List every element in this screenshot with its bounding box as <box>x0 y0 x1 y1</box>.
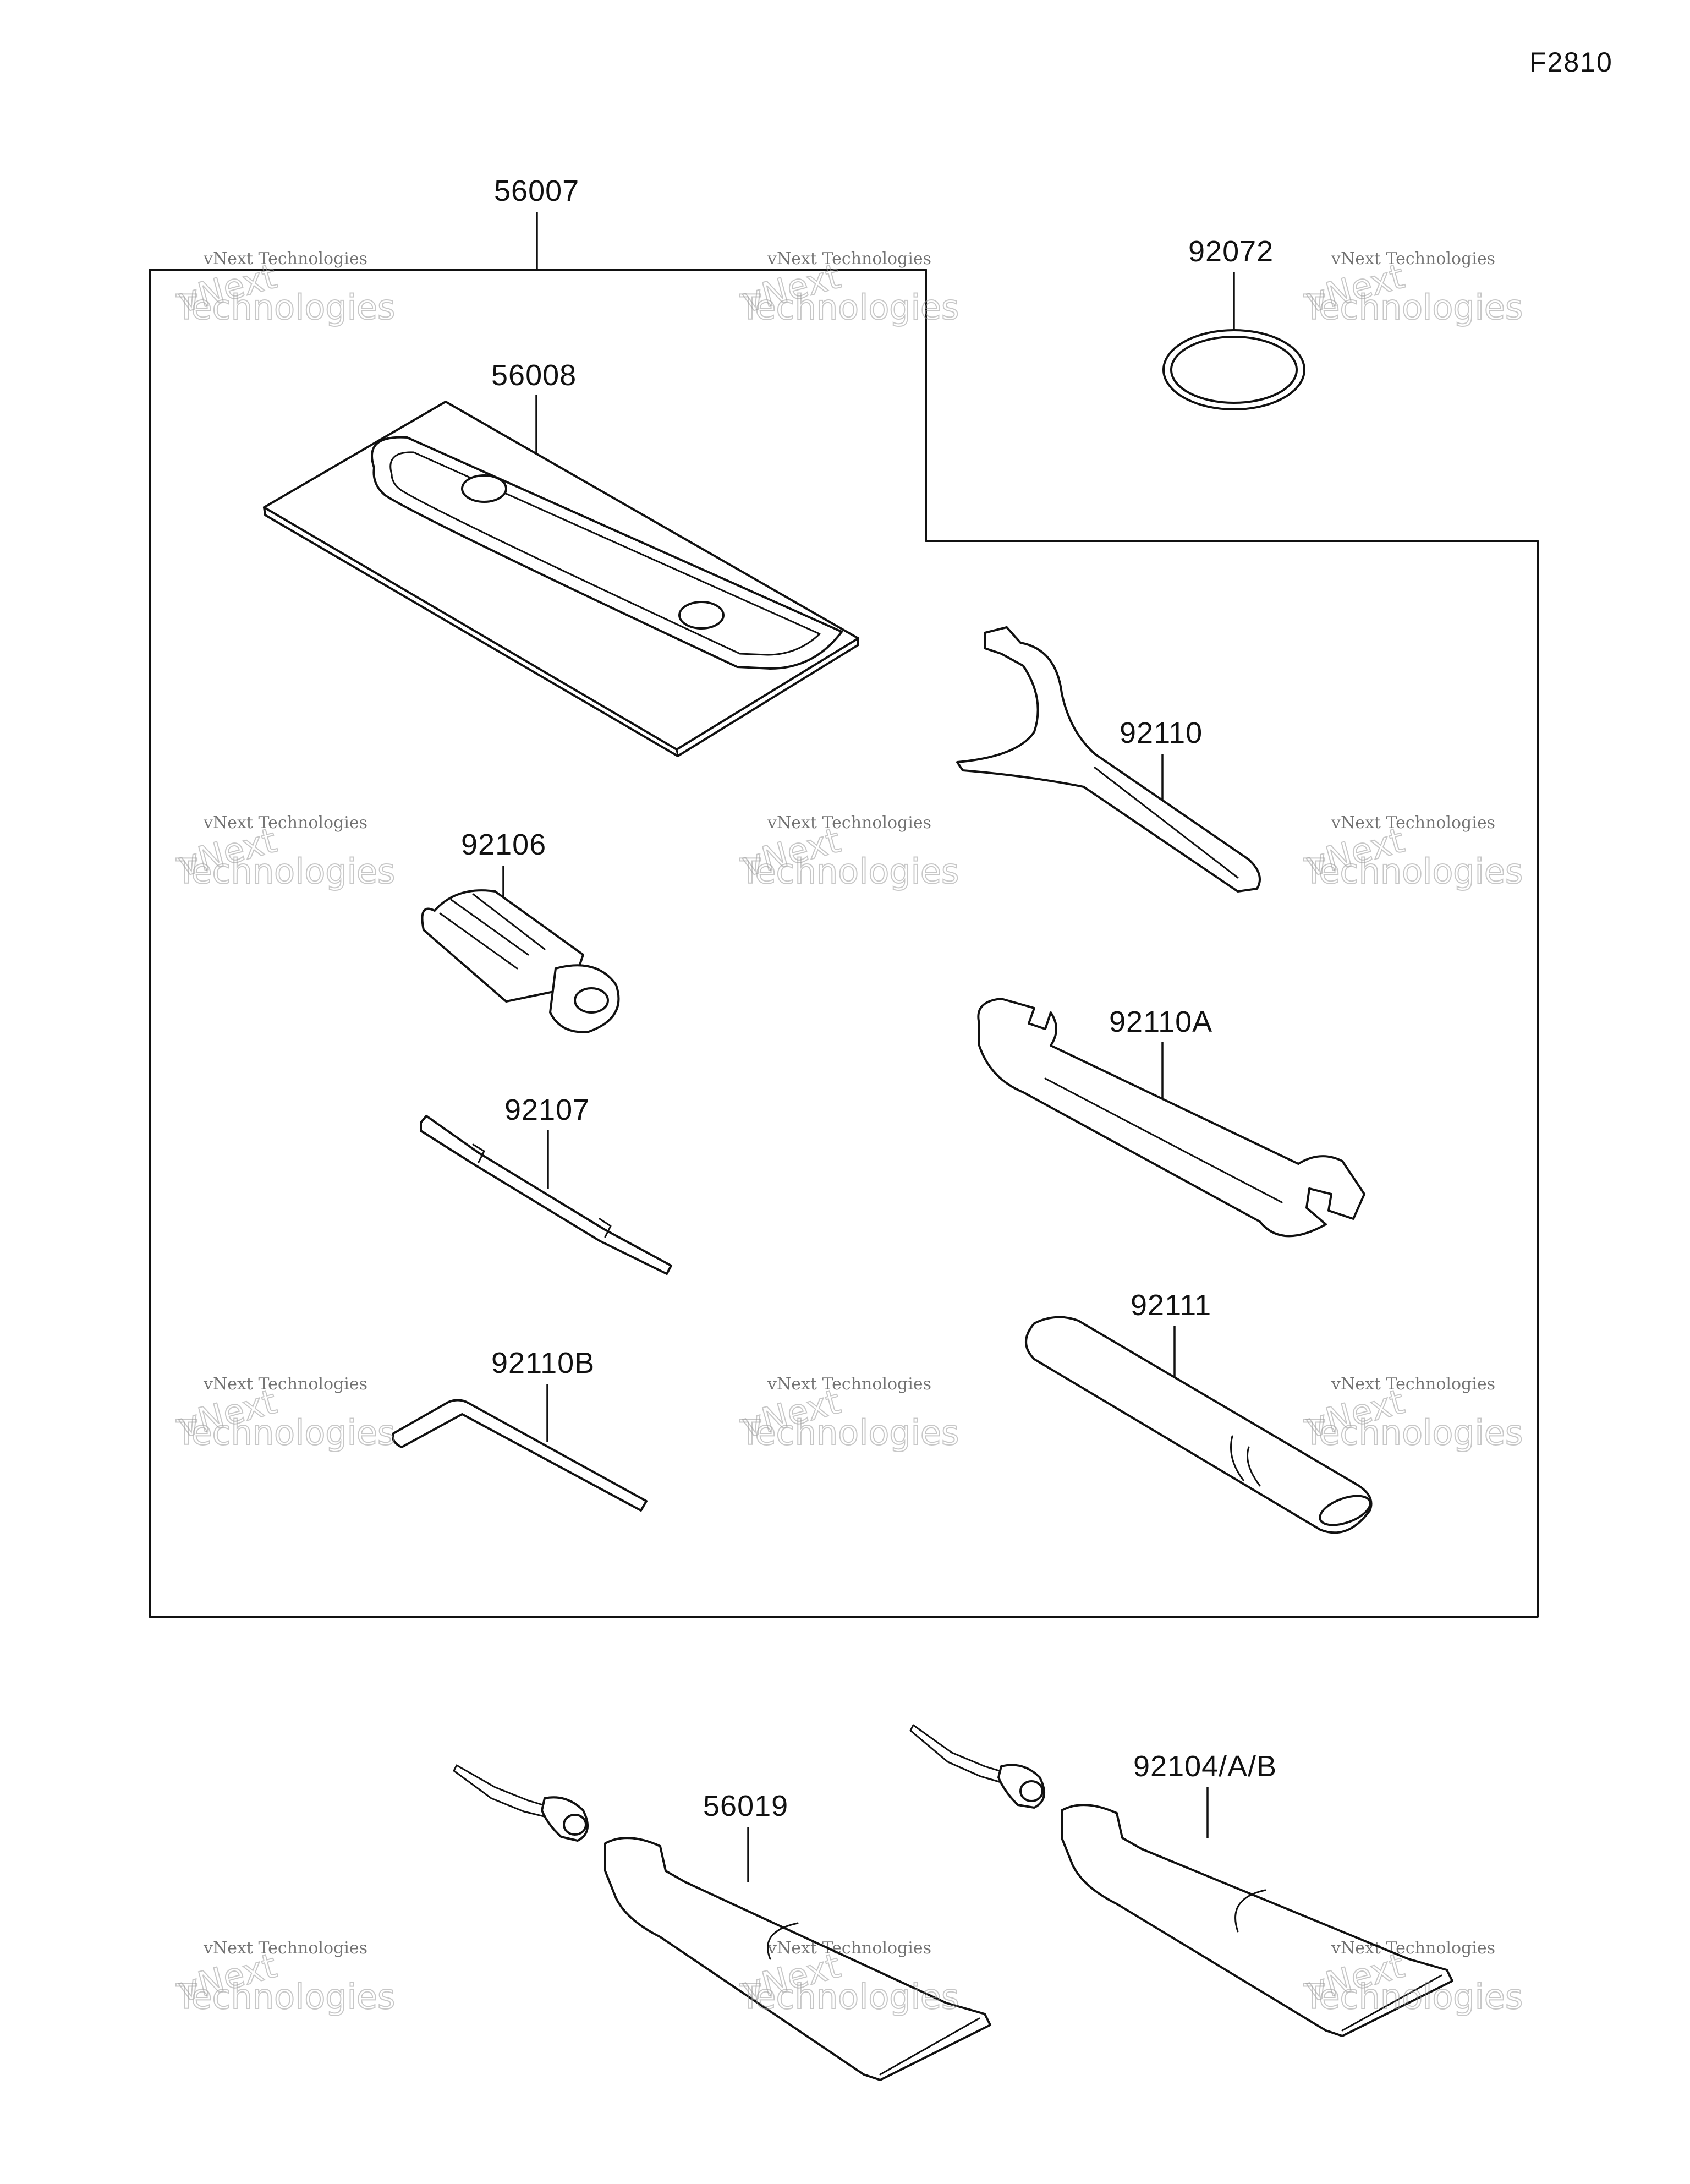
svg-text:Technologies: Technologies <box>739 287 959 327</box>
watermark: vNext Technologies vNext Technologies <box>737 1375 959 1453</box>
tube-handle-illustration <box>1025 1316 1373 1534</box>
svg-text:Technologies: Technologies <box>1303 851 1523 891</box>
watermark: vNext Technologies vNext Technologies <box>173 813 396 892</box>
watermark: vNext Technologies vNext Technologies <box>1301 1939 1523 2017</box>
svg-text:vNext Technologies: vNext Technologies <box>203 1939 367 1958</box>
watermark: vNext Technologies vNext Technologies <box>737 1939 959 2017</box>
svg-text:vNext Technologies: vNext Technologies <box>767 813 931 833</box>
hex-key-illustration <box>392 1399 648 1512</box>
svg-text:vNext Technologies: vNext Technologies <box>767 1375 931 1394</box>
watermark: vNext Technologies vNext Technologies <box>1301 813 1523 892</box>
svg-text:vNext Technologies: vNext Technologies <box>1331 813 1495 833</box>
svg-text:vNext Technologies: vNext Technologies <box>203 249 367 269</box>
svg-text:vNext Technologies: vNext Technologies <box>1331 249 1495 269</box>
callout-92106[interactable]: 92106 <box>461 828 546 935</box>
part-number-56019: 56019 <box>703 1789 788 1822</box>
svg-text:Technologies: Technologies <box>175 1977 395 2017</box>
callout-92072[interactable]: 92072 <box>1188 235 1274 330</box>
socket-adapter-illustration <box>421 889 620 1033</box>
callout-92111[interactable]: 92111 <box>1131 1289 1211 1381</box>
svg-text:Technologies: Technologies <box>1303 1977 1523 2017</box>
part-number-92110B: 92110B <box>491 1346 595 1380</box>
callout-56019[interactable]: 56019 <box>703 1789 788 1882</box>
watermark: vNext Technologies vNext Technologies <box>173 1375 396 1453</box>
callout-92107[interactable]: 92107 <box>504 1093 590 1189</box>
callout-56008[interactable]: 56008 <box>491 359 577 457</box>
svg-text:Technologies: Technologies <box>175 1413 395 1453</box>
svg-text:vNext Technologies: vNext Technologies <box>203 1375 367 1394</box>
callout-92110[interactable]: 92110 <box>1120 716 1203 825</box>
svg-text:vNext Technologies: vNext Technologies <box>1331 1939 1495 1958</box>
diagram-code: F2810 <box>1529 47 1613 78</box>
o-ring-illustration <box>1162 329 1305 410</box>
svg-text:Technologies: Technologies <box>739 1977 959 2017</box>
part-number-92107: 92107 <box>504 1093 590 1126</box>
watermark: vNext Technologies vNext Technologies <box>737 813 959 892</box>
svg-text:Technologies: Technologies <box>739 1413 959 1453</box>
screwdriver-bit-illustration <box>420 1115 672 1275</box>
sealant-tube-56019-illustration <box>453 1764 991 2081</box>
toolkit-frame <box>149 269 1539 1618</box>
svg-text:vNext Technologies: vNext Technologies <box>203 813 367 833</box>
part-number-92110: 92110 <box>1120 716 1203 749</box>
part-number-92072: 92072 <box>1188 235 1274 268</box>
callout-56007[interactable]: 56007 <box>494 174 579 270</box>
part-number-56008: 56008 <box>491 359 577 392</box>
watermark: vNext Technologies vNext Technologies <box>173 1939 396 2017</box>
svg-text:vNext Technologies: vNext Technologies <box>767 1939 931 1958</box>
watermark: vNext Technologies vNext Technologies <box>173 249 396 328</box>
watermark: vNext Technologies vNext Technologies <box>1301 1375 1523 1453</box>
svg-text:Technologies: Technologies <box>1303 1413 1523 1453</box>
part-number-92104: 92104/A/B <box>1133 1750 1277 1783</box>
watermark: vNext Technologies vNext Technologies <box>737 249 959 328</box>
part-number-92106: 92106 <box>461 828 546 861</box>
svg-text:Technologies: Technologies <box>175 287 395 327</box>
part-number-92110A: 92110A <box>1109 1005 1212 1038</box>
svg-text:Technologies: Technologies <box>1303 287 1523 327</box>
part-number-56007: 56007 <box>494 174 579 207</box>
open-wrench-illustration <box>977 998 1365 1238</box>
watermark: vNext Technologies vNext Technologies <box>1301 249 1523 328</box>
svg-text:Technologies: Technologies <box>739 851 959 891</box>
part-number-92111: 92111 <box>1131 1289 1211 1322</box>
tool-bag-illustration <box>263 401 859 757</box>
svg-text:Technologies: Technologies <box>175 851 395 891</box>
callout-92104[interactable]: 92104/A/B <box>1133 1750 1277 1838</box>
svg-text:vNext Technologies: vNext Technologies <box>767 249 931 269</box>
sealant-tube-92104-illustration <box>909 1724 1453 2037</box>
callout-92110B[interactable]: 92110B <box>491 1346 595 1442</box>
hook-wrench-illustration <box>956 626 1261 893</box>
svg-text:vNext Technologies: vNext Technologies <box>1331 1375 1495 1394</box>
